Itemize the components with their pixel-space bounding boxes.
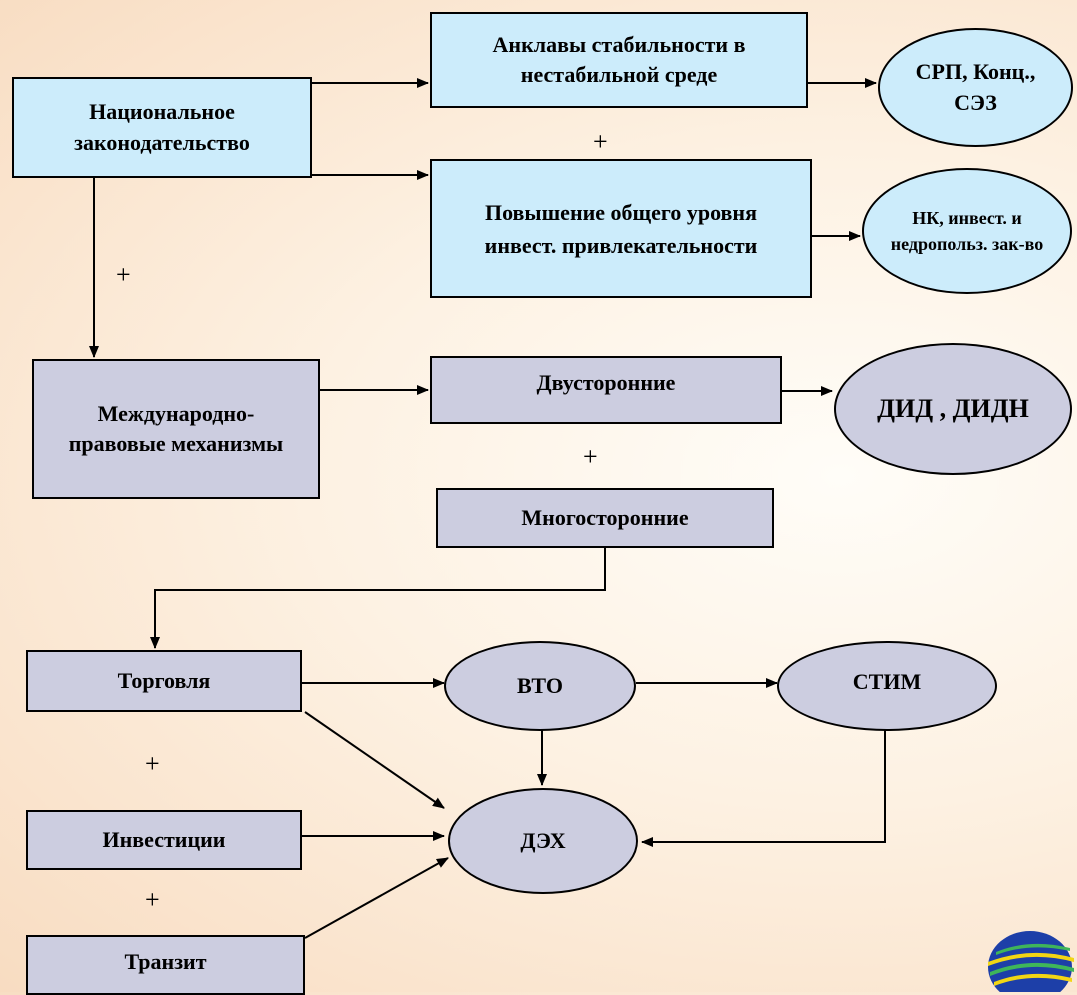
arrow-multilateral-to-trade <box>150 546 606 649</box>
invest-level-label: Повышение общего уровня инвест. привлека… <box>484 199 758 258</box>
did-oval: ДИД , ДИДН <box>834 343 1072 475</box>
multilateral-box: Многосторонние <box>436 488 774 548</box>
dex-oval: ДЭХ <box>448 788 638 894</box>
arrow-trade-to-dex <box>304 711 445 809</box>
national-law-box: Национальное законодательство <box>12 77 312 178</box>
trade-label: Торговля <box>117 667 211 693</box>
stim-oval: СТИМ <box>777 641 997 731</box>
wto-oval: ВТО <box>444 641 636 731</box>
dex-label: ДЭХ <box>520 827 566 853</box>
investments-box: Инвестиции <box>26 810 302 870</box>
plus-sign: + <box>593 127 608 156</box>
nk-law-label: НК, инвест. и недропольз. зак-во <box>890 207 1044 254</box>
transit-box: Транзит <box>26 935 305 995</box>
stim-label: СТИМ <box>852 669 922 694</box>
wto-label: ВТО <box>517 672 563 698</box>
plus-sign: + <box>145 749 160 778</box>
intl-mechanisms-label: Международно-правовые механизмы <box>68 400 284 456</box>
arrow-stim-to-dex <box>641 730 886 847</box>
bilateral-box: Двусторонние <box>430 356 782 424</box>
srp-oval: СРП, Конц., СЭЗ <box>878 28 1073 147</box>
investments-label: Инвестиции <box>102 826 226 852</box>
intl-mechanisms-box: Международно-правовые механизмы <box>32 359 320 499</box>
bilateral-label: Двусторонние <box>536 370 676 395</box>
enclaves-label: Анклавы стабильности в нестабильной сред… <box>492 31 746 87</box>
multilateral-label: Многосторонние <box>521 504 689 530</box>
globe-logo-icon <box>988 931 1074 992</box>
enclaves-box: Анклавы стабильности в нестабильной сред… <box>430 12 808 108</box>
transit-label: Транзит <box>124 949 207 974</box>
did-label: ДИД , ДИДН <box>877 394 1029 424</box>
plus-sign: + <box>116 260 131 289</box>
arrow-transit-to-dex <box>304 857 449 939</box>
srp-label: СРП, Конц., СЭЗ <box>915 59 1036 115</box>
trade-box: Торговля <box>26 650 302 712</box>
nk-law-oval: НК, инвест. и недропольз. зак-во <box>862 168 1072 294</box>
national-law-label: Национальное законодательство <box>74 99 250 155</box>
plus-sign: + <box>583 442 598 471</box>
invest-level-box: Повышение общего уровня инвест. привлека… <box>430 159 812 298</box>
plus-sign: + <box>145 885 160 914</box>
